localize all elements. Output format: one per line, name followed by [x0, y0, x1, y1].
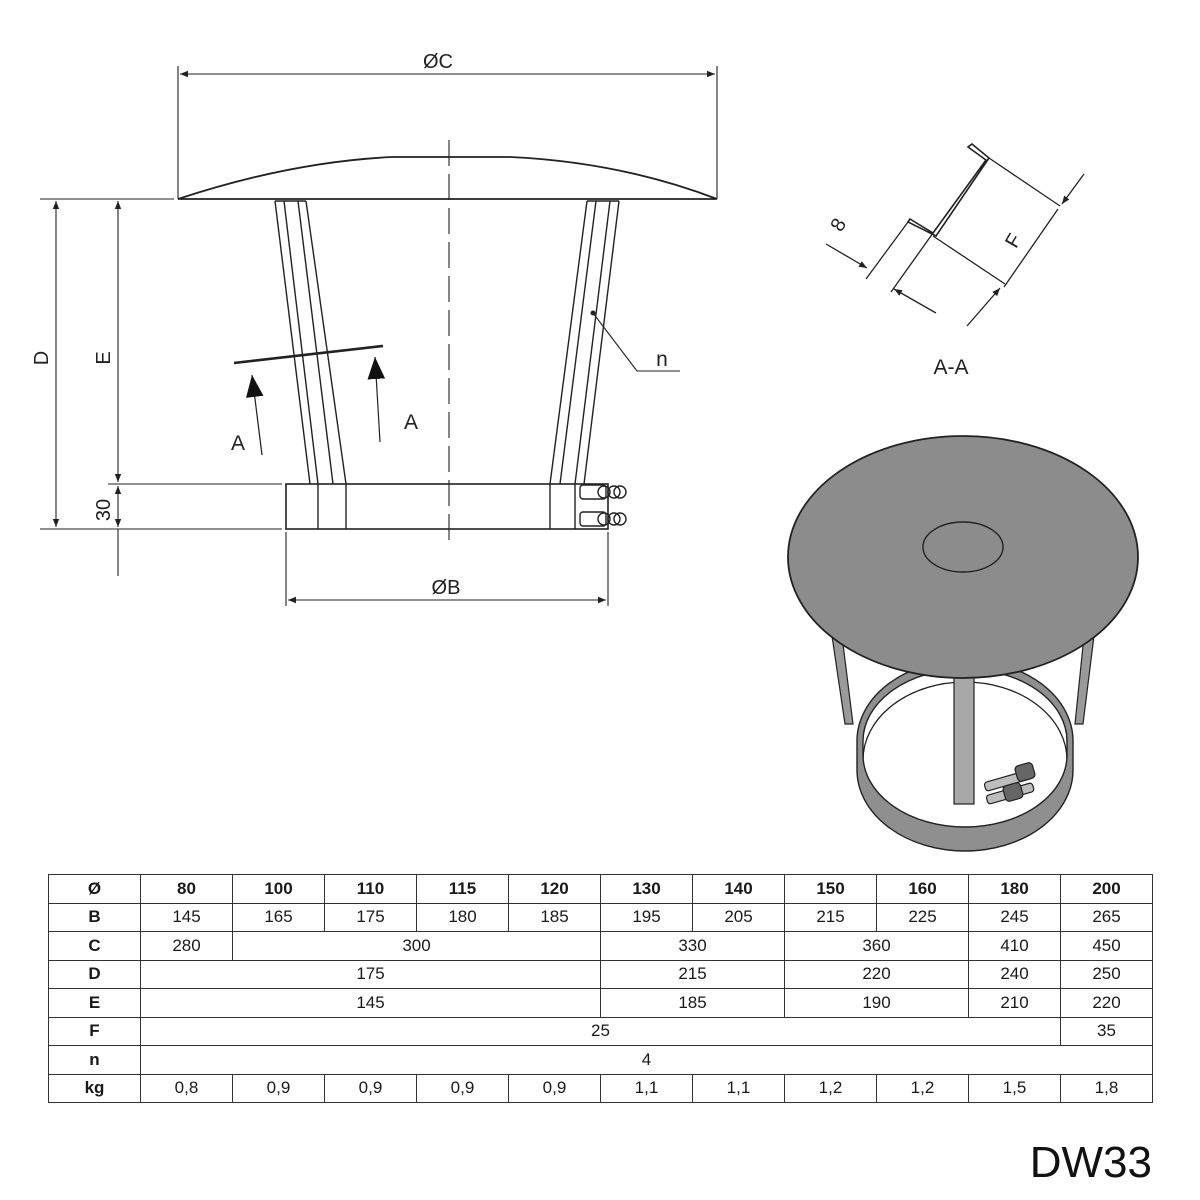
row-header: C	[48, 931, 141, 961]
row-header: Ø	[48, 874, 141, 904]
table-cell: 110	[324, 874, 417, 904]
table-cell: 0,9	[232, 1073, 325, 1103]
table-cell: 1,5	[968, 1073, 1061, 1103]
isometric-view	[787, 435, 1139, 852]
clamp-screws	[579, 484, 627, 527]
table-cell: 115	[416, 874, 509, 904]
dim-8-label: 8	[826, 215, 851, 236]
row-header: kg	[48, 1073, 141, 1103]
table-cell: 250	[1060, 959, 1153, 989]
table-cell: 25	[140, 1016, 1061, 1046]
iso-clamp	[983, 762, 1036, 805]
n-leader	[592, 312, 680, 372]
table-cell: 0,9	[508, 1073, 601, 1103]
row-header: B	[48, 902, 141, 932]
table-cell: 0,9	[324, 1073, 417, 1103]
table-cell: 100	[232, 874, 325, 904]
table-cell: 220	[1060, 988, 1153, 1018]
dim-30-label: 30	[93, 499, 115, 521]
cap-boss	[922, 521, 1004, 573]
section-title: A-A	[933, 356, 968, 379]
table-cell: 210	[968, 988, 1061, 1018]
table-cell: 1,8	[1060, 1073, 1153, 1103]
dimension-lines	[40, 66, 718, 606]
table-cell: 220	[784, 959, 969, 989]
table-cell: 120	[508, 874, 601, 904]
z-profile	[906, 142, 991, 238]
table-cell: 200	[1060, 874, 1153, 904]
table-cell: 180	[416, 902, 509, 932]
dim-b-label: ØB	[432, 577, 461, 599]
table-cell: 1,1	[692, 1073, 785, 1103]
table-cell: 330	[600, 931, 785, 961]
table-cell: 4	[140, 1045, 1153, 1075]
table-cell: 1,2	[784, 1073, 877, 1103]
table-cell: 80	[140, 874, 233, 904]
dim-f-label: F	[1001, 230, 1026, 252]
table-cell: 185	[600, 988, 785, 1018]
leg-count-label: n	[656, 348, 668, 371]
dim-d-label: D	[31, 351, 53, 365]
table-cell: 360	[784, 931, 969, 961]
row-header: E	[48, 988, 141, 1018]
section-cut-line	[233, 344, 384, 365]
table-cell: 195	[600, 902, 693, 932]
table-cell: 145	[140, 902, 233, 932]
table-cell: 450	[1060, 931, 1153, 961]
table-cell: 160	[876, 874, 969, 904]
front-view	[177, 140, 718, 548]
table-cell: 130	[600, 874, 693, 904]
dim-c-label: ØC	[423, 51, 453, 73]
table-cell: 225	[876, 902, 969, 932]
table-cell: 215	[784, 902, 877, 932]
table-cell: 185	[508, 902, 601, 932]
table-cell: 0,9	[416, 1073, 509, 1103]
table-cell: 145	[140, 988, 601, 1018]
table-cell: 240	[968, 959, 1061, 989]
table-cell: 140	[692, 874, 785, 904]
section-a-a	[825, 142, 1085, 327]
table-cell: 190	[784, 988, 969, 1018]
table-cell: 175	[324, 902, 417, 932]
right-leg	[549, 200, 620, 485]
table-cell: 175	[140, 959, 601, 989]
table-cell: 300	[232, 931, 601, 961]
left-leg	[274, 200, 347, 485]
table-cell: 245	[968, 902, 1061, 932]
table-cell: 1,1	[600, 1073, 693, 1103]
table-cell: 410	[968, 931, 1061, 961]
table-cell: 180	[968, 874, 1061, 904]
table-cell: 265	[1060, 902, 1153, 932]
technical-drawing: ØC ØB D E 30 A A n 8 F A-A	[31, 51, 1139, 852]
row-header: D	[48, 959, 141, 989]
section-arrow-label-right: A	[404, 411, 418, 434]
section-arrow-label-left: A	[231, 432, 245, 455]
table-cell: 205	[692, 902, 785, 932]
table-cell: 165	[232, 902, 325, 932]
table-cell: 0,8	[140, 1073, 233, 1103]
product-code: DW33	[1029, 1138, 1152, 1187]
row-header: F	[48, 1016, 141, 1046]
table-cell: 1,2	[876, 1073, 969, 1103]
row-header: n	[48, 1045, 141, 1075]
table-cell: 280	[140, 931, 233, 961]
collar-band	[285, 483, 609, 530]
table-cell: 35	[1060, 1016, 1153, 1046]
table-cell: 215	[600, 959, 785, 989]
dim-e-label: E	[93, 351, 115, 364]
cap	[177, 156, 718, 200]
table-cell: 150	[784, 874, 877, 904]
